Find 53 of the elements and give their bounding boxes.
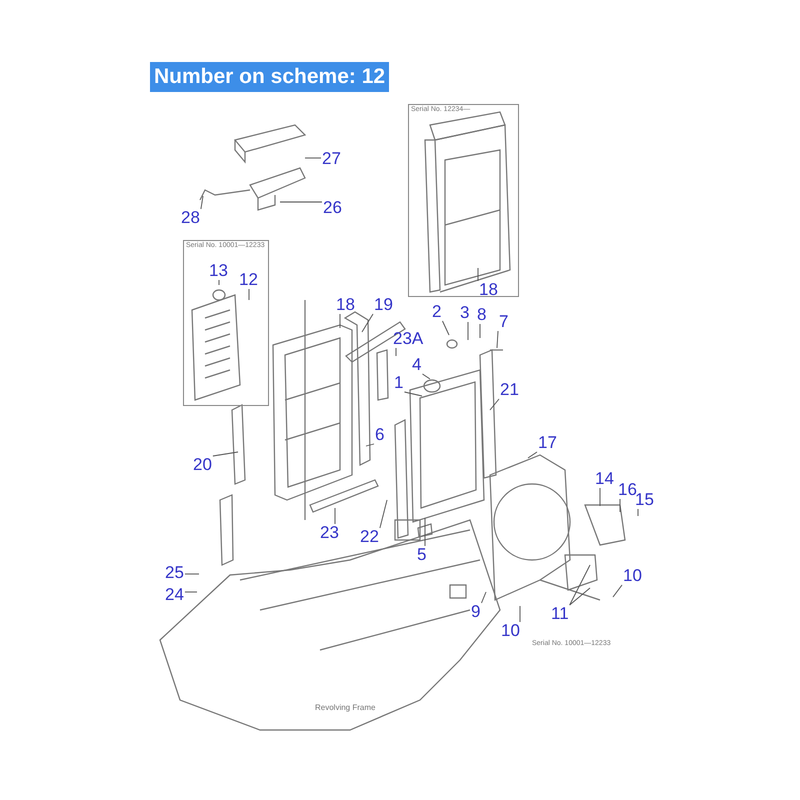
callout-number: 24	[164, 586, 185, 604]
callout-number: 23	[319, 524, 340, 542]
leader-line	[442, 320, 450, 336]
callout-number: 22	[359, 528, 380, 546]
leader-line	[212, 452, 238, 456]
callout-number: 10	[500, 622, 521, 640]
leader-line	[334, 508, 336, 524]
callout-number: 1	[393, 374, 404, 392]
callout-number: 23A	[392, 330, 424, 348]
callout-number: 18	[335, 296, 356, 314]
leader-line	[424, 518, 426, 546]
callout-number: 25	[164, 564, 185, 582]
leader-line	[379, 500, 388, 528]
leader-line	[481, 592, 486, 604]
leader-line	[366, 444, 374, 446]
callout-number: 8	[476, 306, 488, 324]
callout-number: 20	[192, 456, 213, 474]
callout-number: 7	[498, 313, 510, 331]
callout-number: 26	[322, 199, 343, 217]
leader-line	[490, 398, 500, 410]
callout-number: 5	[416, 546, 428, 564]
callout-number: 21	[499, 381, 520, 399]
callout-number: 14	[594, 470, 615, 488]
title-banner: Number on scheme: 12	[150, 62, 390, 92]
callout-number: 12	[238, 271, 259, 289]
inset-frame	[408, 104, 519, 297]
leader-line	[496, 330, 498, 348]
leader-line	[422, 374, 430, 380]
callout-number: 27	[321, 150, 342, 168]
leader-line	[612, 584, 622, 598]
frame-name-note: Revolving Frame	[315, 703, 376, 712]
leader-line	[200, 196, 204, 210]
callout-number: 16	[617, 481, 638, 499]
leader-line	[362, 314, 374, 332]
callout-number: 19	[373, 296, 394, 314]
callout-number: 3	[459, 304, 470, 322]
leader-line	[248, 288, 250, 300]
callout-number: 11	[550, 605, 570, 623]
callout-number: 4	[411, 356, 422, 374]
leader-line	[404, 392, 422, 396]
callout-number: 10	[622, 567, 643, 585]
callout-number: 18	[478, 281, 499, 299]
callout-number: 2	[431, 303, 442, 321]
callout-number: 17	[537, 434, 558, 452]
leader-line	[528, 452, 538, 458]
callout-number: 9	[470, 603, 482, 621]
callout-number: 13	[208, 262, 229, 280]
leader-line	[218, 280, 220, 286]
leader-line	[569, 564, 590, 606]
inset-frame	[183, 240, 269, 406]
leader-line	[569, 588, 590, 606]
callout-number: 28	[180, 209, 201, 227]
callout-number: 6	[374, 426, 386, 444]
